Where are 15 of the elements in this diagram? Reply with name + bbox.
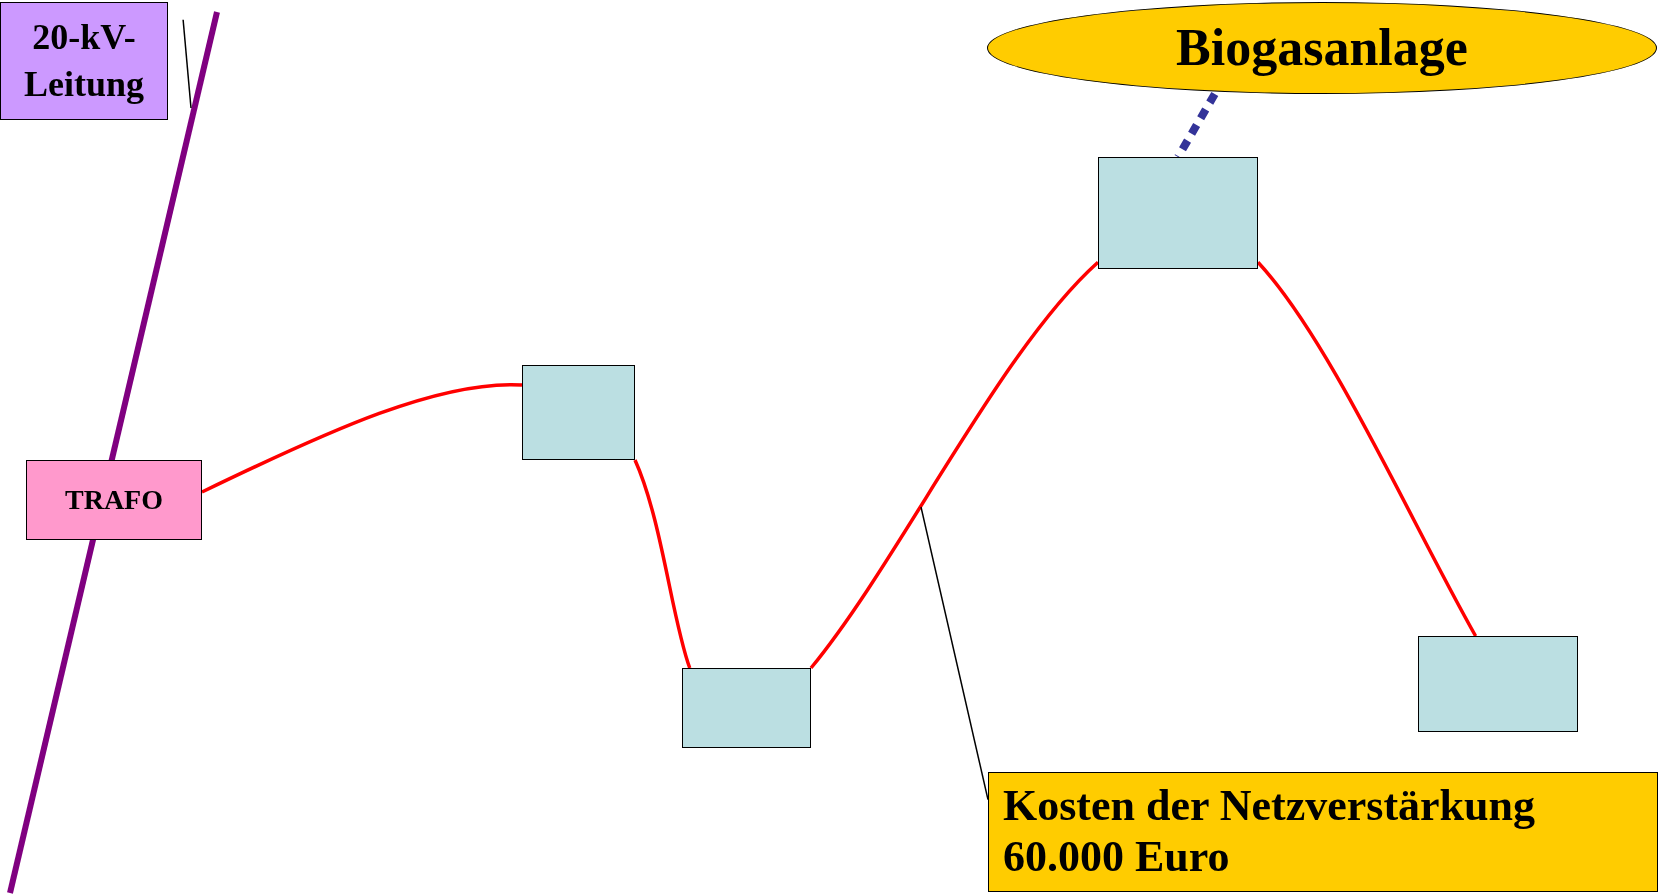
dotted-connector xyxy=(1174,92,1219,159)
transformer-box: TRAFO xyxy=(26,460,202,540)
cable-line xyxy=(201,383,522,494)
cable-line xyxy=(1256,261,1478,637)
cost-box: Kosten der Netzverstärkung 60.000 Euro xyxy=(988,772,1658,892)
leader-line xyxy=(920,506,989,801)
cable-line xyxy=(633,459,692,669)
consumer-box xyxy=(1098,157,1258,269)
consumer-box xyxy=(522,365,635,460)
consumer-box xyxy=(1418,636,1578,732)
leader-line xyxy=(182,18,192,109)
consumer-box xyxy=(682,668,811,748)
plant-ellipse: Biogasanlage xyxy=(987,2,1657,94)
line-label: 20-kV-Leitung xyxy=(0,2,168,120)
cable-line xyxy=(809,261,1100,670)
